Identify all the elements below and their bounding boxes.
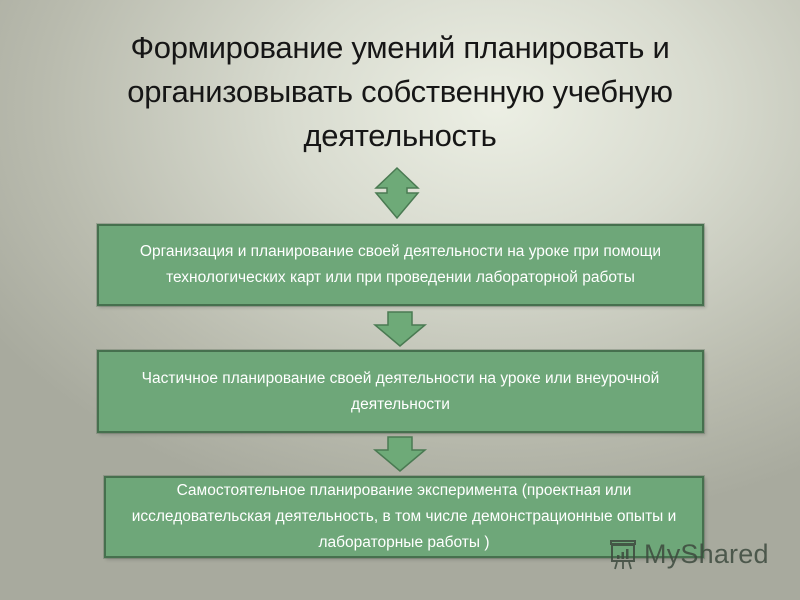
step-text-2: Частичное планирование своей деятельност… [141,369,660,413]
up-down-arrow-icon [374,166,420,220]
step-text-1: Организация и планирование своей деятель… [139,243,662,286]
watermark-logo: MyShared [608,537,769,571]
down-arrow-icon [372,311,428,347]
step-box-1: Организация и планирование своей деятель… [97,224,704,306]
down-arrow-icon [372,436,428,472]
watermark-label: MyShared [644,538,769,569]
step-text-3: Самостоятельное планирование эксперимент… [131,482,677,551]
slide-title: Формирование умений планировать и органи… [127,30,673,153]
presentation-board-icon [610,540,636,570]
step-box-2: Частичное планирование своей деятельност… [97,350,704,433]
step-box-3: Самостоятельное планирование эксперимент… [104,476,704,558]
